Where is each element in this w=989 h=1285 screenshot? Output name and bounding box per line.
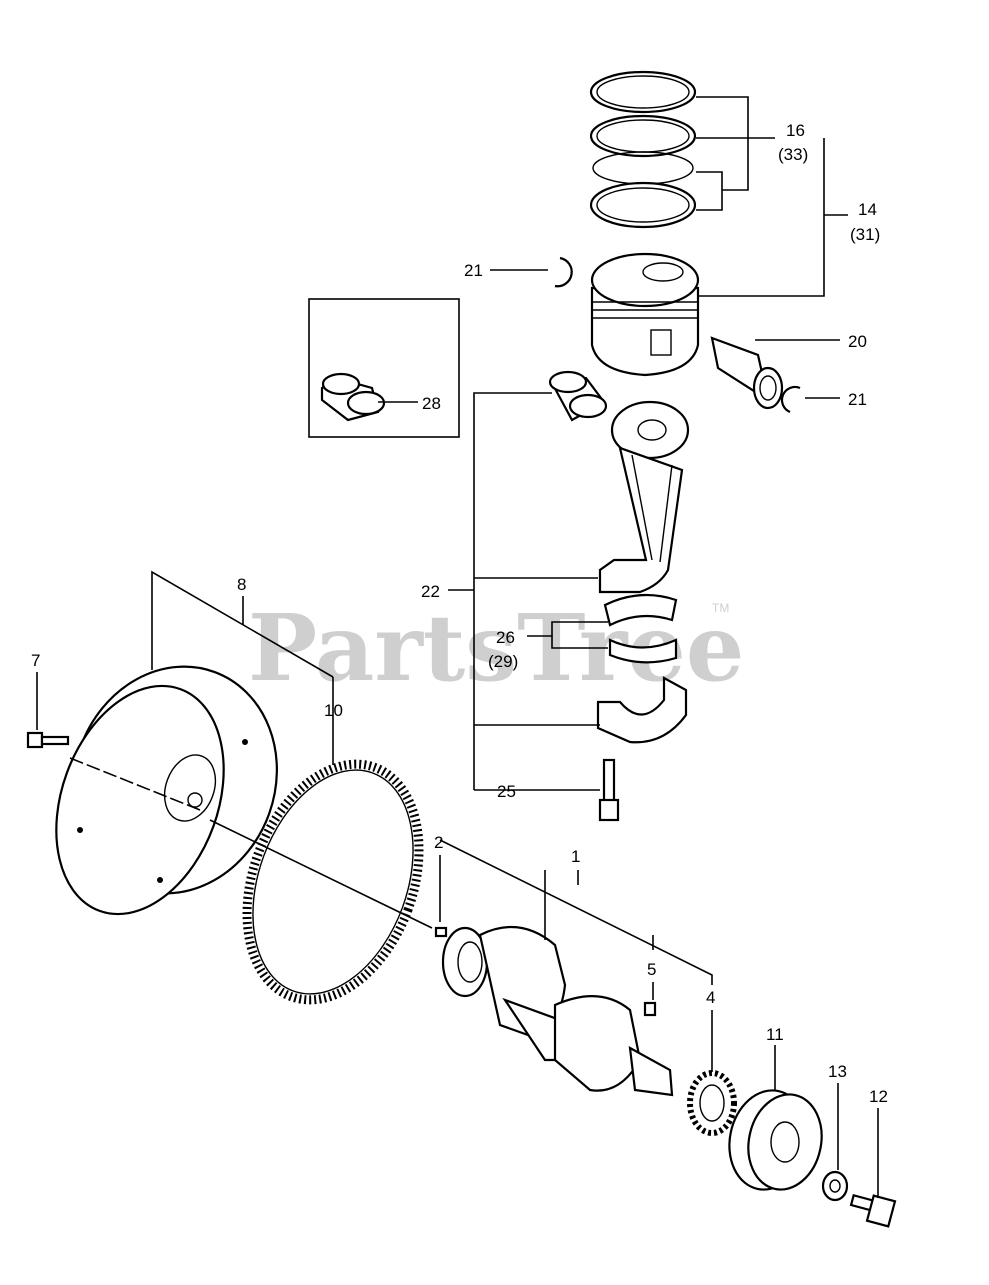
callout-21-right: 21	[848, 390, 867, 409]
callout-16: 16	[786, 121, 805, 140]
callout-2: 2	[434, 833, 443, 852]
pulley-bolt[interactable]	[849, 1193, 897, 1228]
bearing-shell-lower[interactable]	[608, 638, 678, 664]
piston-rings[interactable]	[589, 70, 697, 229]
callout-10: 10	[324, 701, 343, 720]
watermark-trademark: TM	[712, 601, 729, 615]
callout-7: 7	[31, 651, 40, 670]
crank-gear[interactable]	[687, 1070, 737, 1136]
connecting-rod[interactable]	[598, 400, 690, 594]
snap-ring-right[interactable]	[780, 385, 801, 414]
flywheel[interactable]	[26, 638, 308, 938]
callout-20: 20	[848, 332, 867, 351]
callout-26: 26	[496, 628, 515, 647]
small-end-bushing[interactable]	[548, 370, 608, 422]
rod-bolt[interactable]	[598, 758, 620, 822]
bearing-shell-upper[interactable]	[603, 593, 678, 627]
callout-21-top: 21	[464, 261, 483, 280]
callout-14: 14	[858, 200, 877, 219]
callout-14-alt: (31)	[850, 225, 880, 244]
dowel-pin[interactable]	[434, 926, 448, 938]
callout-5: 5	[647, 960, 656, 979]
washer[interactable]	[821, 1170, 849, 1202]
callout-13: 13	[828, 1062, 847, 1081]
flywheel-bolt[interactable]	[26, 731, 70, 749]
callout-4: 4	[706, 988, 715, 1007]
callout-26-alt: (29)	[488, 652, 518, 671]
callout-25: 25	[497, 782, 516, 801]
piston[interactable]	[590, 252, 700, 377]
callout-11: 11	[766, 1025, 784, 1044]
snap-ring-top[interactable]	[554, 256, 573, 288]
callout-8: 8	[237, 575, 246, 594]
crankshaft[interactable]	[441, 925, 674, 1097]
callout-28: 28	[422, 394, 441, 413]
crank-key[interactable]	[643, 1001, 657, 1017]
callout-22: 22	[421, 582, 440, 601]
connecting-rod-cap[interactable]	[596, 676, 688, 744]
callout-1: 1	[571, 847, 580, 866]
piston-pin[interactable]	[710, 336, 784, 410]
callout-16-alt: (33)	[778, 145, 808, 164]
ring-gear[interactable]	[216, 740, 450, 1024]
callout-12: 12	[869, 1087, 888, 1106]
bushing-28[interactable]	[320, 372, 386, 422]
bushing-inset-frame	[308, 298, 460, 438]
crank-pulley[interactable]	[720, 1083, 830, 1197]
leader-lines	[36, 96, 879, 1198]
